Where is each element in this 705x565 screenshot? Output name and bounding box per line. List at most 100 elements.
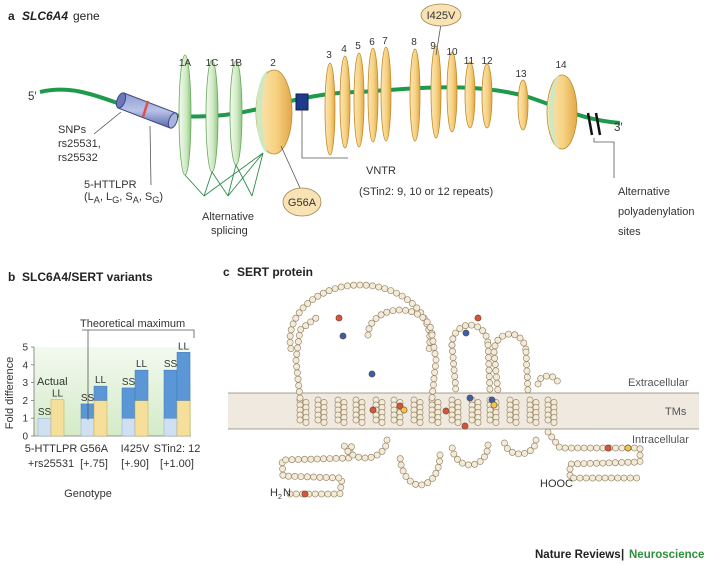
exon-10 [446,51,458,133]
residue-bead [605,459,613,467]
x-tick-labels: 5-HTTLPR+rs25531G56A[+.75]I425V[+.90]STi… [25,443,201,470]
residue-bead [450,366,458,374]
x-tick-sublabel: [+.75] [80,458,108,470]
panel-b-letter: b [8,270,15,284]
residue-bead [373,451,381,459]
exon-label: 4 [341,44,347,55]
bar-ss-actual [80,417,95,437]
residue-bead [522,354,530,362]
residue-bead [523,373,531,381]
residue-bead [612,444,619,452]
residue-bead [288,456,296,464]
residue-bead [296,416,304,424]
exon-label: 6 [369,37,375,48]
exon-7 [380,46,392,142]
i425v-leader [435,23,442,56]
residue-bead [294,338,302,346]
residue-bead [552,438,559,446]
residue-bead [580,444,588,452]
residue-bead [311,490,319,498]
residue-bead [292,490,300,498]
g56a-bubble [282,187,322,217]
bar-label-ss: SS [38,407,52,418]
residue-bead [483,447,491,455]
residue-bead [375,283,383,291]
residue-bead [399,467,407,475]
residue-bead [612,459,619,467]
residue-bead [429,381,437,389]
residue-bead [322,474,330,481]
residue-bead [471,460,478,468]
residue-bead [293,369,301,377]
snps-leader [93,111,122,135]
exon-13 [517,79,529,131]
actual-label: Actual [37,376,68,388]
residue-bead [544,416,552,424]
residue-bead [484,341,492,349]
residue-bead [413,310,421,318]
bar-ll-increase [134,369,149,401]
exon-3 [324,62,336,156]
residue-bead [608,474,615,482]
bar-ll-increase [176,352,191,401]
exon-1A [178,54,192,176]
intracellular-label: Intracellular [632,434,689,446]
residue-bead [355,453,363,461]
residue-bead [316,473,324,481]
residue-bead [296,394,304,402]
residue-bead [365,325,373,333]
residue-bead [432,356,440,364]
residue-bead [633,474,640,482]
residue-bead [397,461,405,469]
residue-bead [289,320,297,328]
exon-label: 5 [355,41,361,52]
bar-label-ll: LL [136,359,148,370]
exon-label: 10 [446,47,458,58]
y-tick-label: 4 [22,360,28,371]
httlpr-leader [149,125,152,186]
y-tick-label: 0 [22,432,28,443]
residue-bead [430,375,438,383]
residue-bead [418,481,426,489]
residue-bead [383,308,391,316]
residue-bead [521,449,528,457]
residue-bead [574,444,582,452]
residue-bead [481,453,488,461]
residue-bead [476,458,484,465]
residue-bead [434,463,442,471]
residue-bead [320,455,327,463]
protein-chain [278,281,644,498]
residue-bead [520,339,528,347]
residue-bead [576,474,584,482]
x-tick-sublabel: [+1.00] [160,458,194,470]
residue-bead [334,416,342,424]
residue-bead [314,416,322,424]
polyA-mark-2 [594,112,602,136]
panel-c: c SERT protein Extracellular TMs Intrace… [223,265,699,501]
residue-bead [494,336,502,344]
residue-bead [532,419,540,426]
exon-9 [430,45,442,139]
residue-bead [314,292,322,300]
exon-label: 7 [382,36,388,47]
residue-bead [429,337,437,345]
residue-bead [491,354,498,362]
x-tick-label: 5-HTTLPR [25,443,78,455]
residue-bead [456,325,464,332]
residue-bead [582,474,590,482]
residue-bead [428,416,436,424]
residue-bead [537,375,545,382]
residue-bead [432,469,440,477]
residue-bead [593,444,601,452]
promoter-cylinder [115,92,179,129]
residue-bead [325,287,333,295]
polyA-leader [593,138,615,178]
snps-rs2: rs25532 [58,152,98,164]
residue-bead [390,416,398,424]
residue-bead [423,318,431,326]
residue-bead [630,458,638,466]
residue-bead [349,451,357,459]
residue-bead [361,454,369,462]
